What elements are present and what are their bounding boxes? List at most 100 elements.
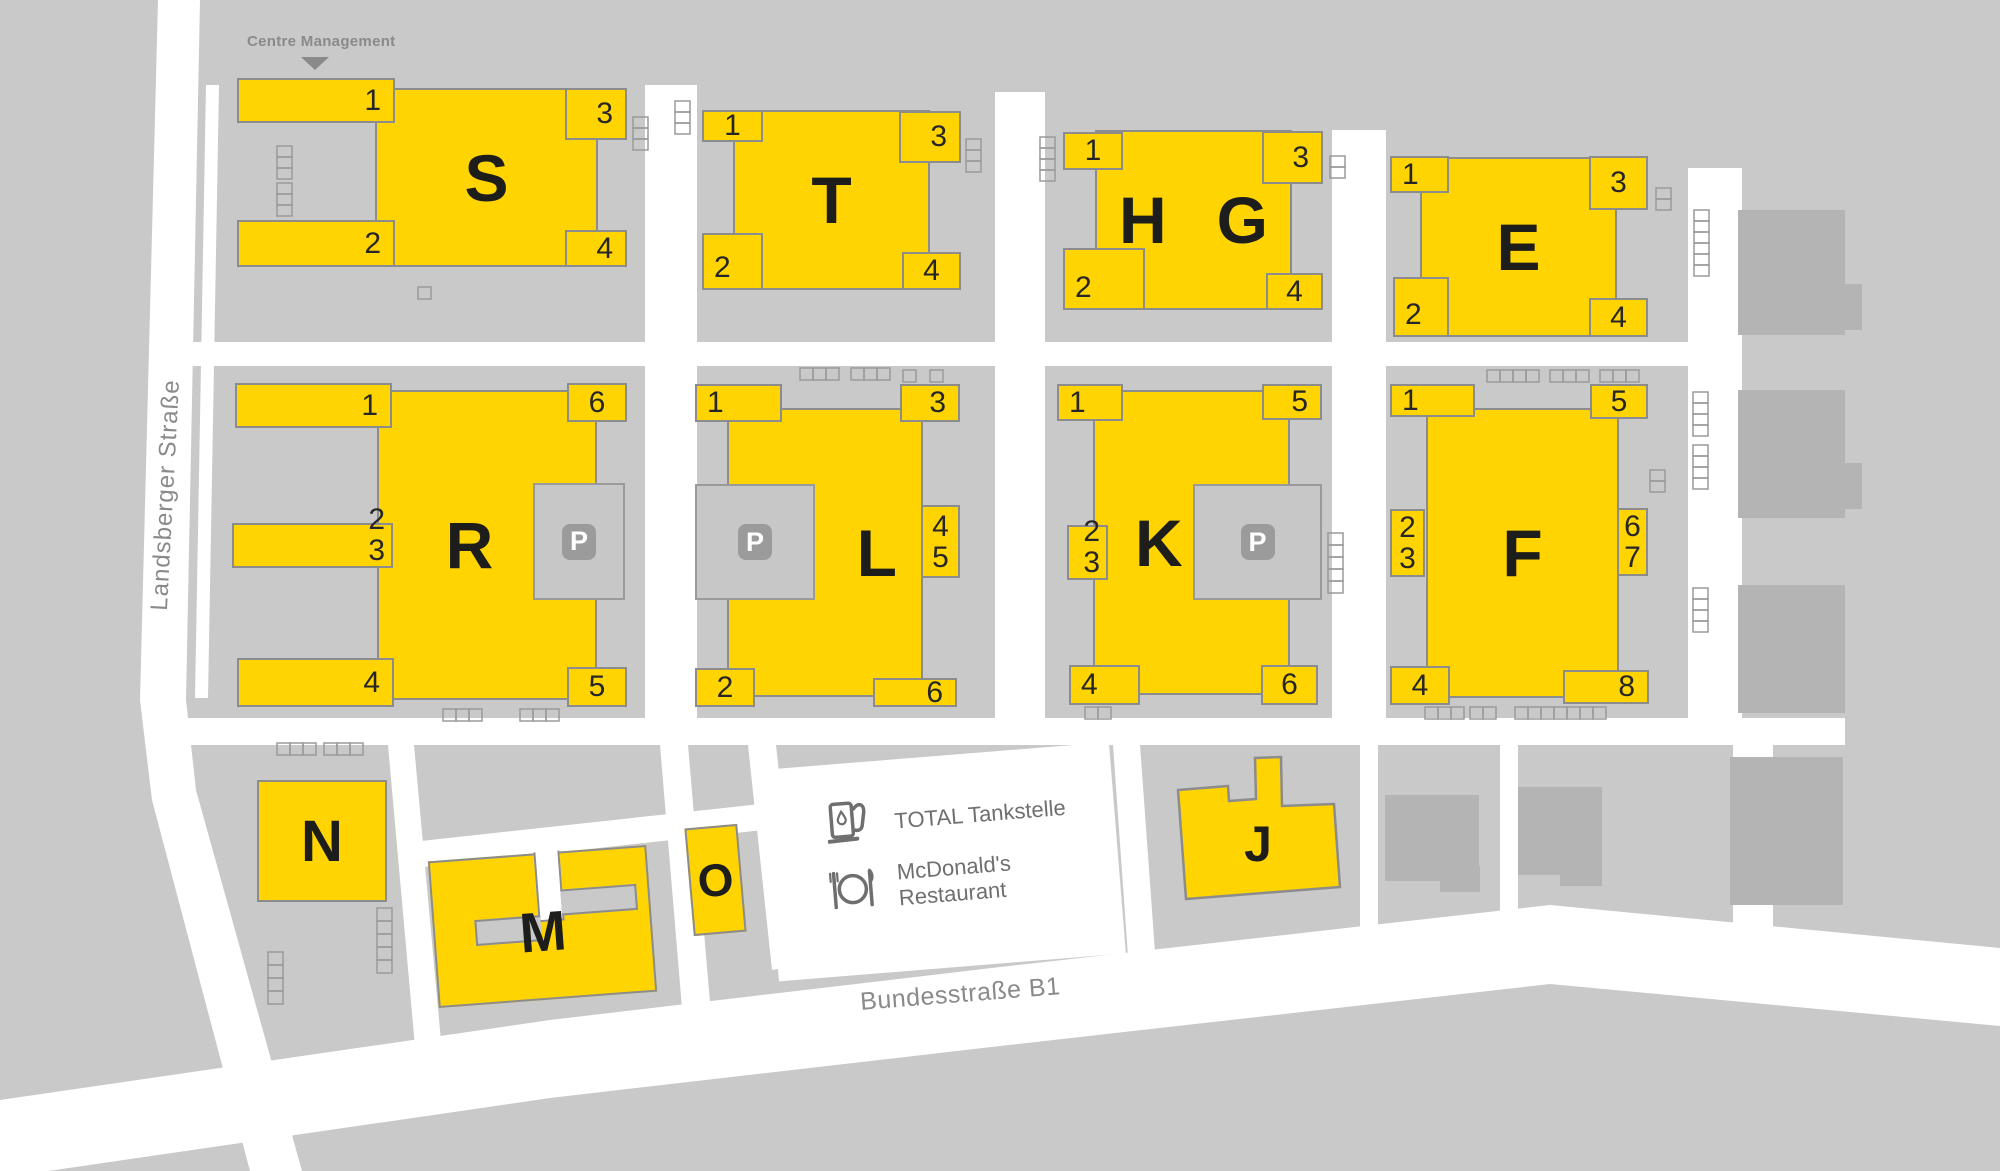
building-t: T bbox=[733, 110, 930, 290]
unit-tab-r-2-3: 2 3 bbox=[232, 504, 393, 568]
legend-item-label: TOTAL Tankstelle bbox=[893, 794, 1067, 834]
unit-tab-hg-3: 3 bbox=[1262, 131, 1323, 184]
road-corridor-m-legend bbox=[660, 745, 710, 1008]
parking-strip bbox=[1469, 706, 1497, 720]
unit-tab-r-1: 1 bbox=[235, 383, 392, 428]
parking-strip bbox=[1649, 469, 1666, 493]
building-f: F bbox=[1426, 408, 1619, 698]
parking-icon: P bbox=[1240, 524, 1275, 560]
unit-tab-s-4: 4 bbox=[565, 230, 627, 267]
building-g-label: G bbox=[1216, 183, 1268, 257]
parking-strip bbox=[902, 369, 917, 383]
unit-tab-t-3: 3 bbox=[899, 111, 961, 163]
building-e-label: E bbox=[1496, 210, 1541, 284]
building-t-label: T bbox=[811, 163, 852, 237]
parking-strips bbox=[267, 100, 1710, 1005]
unit-tab-f-1: 1 bbox=[1390, 384, 1475, 417]
road-vertical-1 bbox=[645, 85, 697, 745]
building-o-label: O bbox=[695, 852, 736, 908]
building-m-label: M bbox=[517, 898, 569, 965]
neighbor-building bbox=[1738, 585, 1845, 713]
unit-tab-t-2: 2 bbox=[702, 233, 763, 290]
parking-strip bbox=[1655, 187, 1672, 211]
parking-strip bbox=[376, 907, 393, 974]
neighbor-building bbox=[1845, 463, 1862, 509]
legend-item-label: McDonald's Restaurant bbox=[895, 850, 1012, 911]
parking-strip bbox=[1692, 391, 1709, 437]
building-s: S bbox=[375, 88, 598, 267]
building-e: E bbox=[1420, 157, 1617, 337]
unit-tab-s-2: 2 bbox=[237, 220, 395, 267]
unit-tab-f-8: 8 bbox=[1563, 670, 1649, 704]
road-vertical-2 bbox=[995, 92, 1045, 745]
parking-strip bbox=[323, 742, 364, 756]
unit-tab-f-6-7: 6 7 bbox=[1617, 508, 1648, 576]
road-strip-above-m bbox=[412, 801, 791, 868]
unit-tab-k-6: 6 bbox=[1261, 665, 1318, 705]
building-o: O bbox=[684, 823, 747, 937]
building-j bbox=[1176, 755, 1342, 901]
parking-strip bbox=[1424, 706, 1465, 720]
road-horizontal-upper bbox=[150, 342, 1742, 366]
unit-tab-k-2-3: 2 3 bbox=[1067, 516, 1108, 580]
neighbor-building bbox=[1730, 757, 1843, 905]
road-landsberger-side-strip bbox=[195, 85, 219, 698]
neighbor-building bbox=[1845, 284, 1862, 330]
neighbor-building bbox=[1738, 390, 1845, 518]
unit-tab-s-3: 3 bbox=[565, 88, 627, 140]
parking-strip bbox=[850, 367, 891, 381]
parking-strip bbox=[1084, 706, 1112, 720]
unit-tab-f-2-3: 2 3 bbox=[1390, 509, 1425, 577]
neighbor-building bbox=[1440, 866, 1480, 892]
parking-strip bbox=[1329, 155, 1346, 179]
unit-tab-l-2: 2 bbox=[695, 668, 755, 707]
centre-management-label: Centre Management bbox=[247, 33, 396, 50]
building-f-label: F bbox=[1502, 516, 1543, 590]
building-j-label: J bbox=[1244, 816, 1272, 872]
legend: TOTAL Tankstelle McDonald's Restaurant bbox=[762, 742, 1126, 982]
road-corridor-east-2 bbox=[1500, 745, 1518, 912]
building-n: N bbox=[257, 780, 387, 902]
parking-strip bbox=[276, 742, 317, 756]
parking-strip bbox=[267, 951, 284, 1005]
parking-strip bbox=[632, 116, 649, 151]
parking-strip bbox=[799, 367, 840, 381]
parking-strip bbox=[929, 369, 944, 383]
parking-strip bbox=[1692, 444, 1709, 490]
unit-tab-r-5: 5 bbox=[567, 667, 627, 707]
unit-tab-k-1: 1 bbox=[1057, 384, 1123, 421]
neighbor-buildings bbox=[1385, 210, 1862, 905]
road-corridor-legend-j bbox=[1113, 745, 1155, 956]
building-hg: H G bbox=[1095, 130, 1292, 310]
neighbor-building bbox=[1560, 860, 1602, 886]
building-n-label: N bbox=[301, 808, 343, 874]
building-s-label: S bbox=[464, 140, 509, 215]
parking-strip bbox=[1514, 706, 1607, 720]
unit-tab-hg-4: 4 bbox=[1266, 273, 1323, 310]
building-l-label: L bbox=[856, 515, 897, 590]
restaurant-icon bbox=[820, 865, 886, 914]
parking-strip bbox=[1327, 532, 1344, 594]
unit-tab-f-5: 5 bbox=[1590, 384, 1648, 419]
unit-tab-k-5: 5 bbox=[1262, 384, 1322, 420]
parking-strip bbox=[674, 100, 691, 135]
road-bundesstrasse-b1 bbox=[0, 905, 2000, 1171]
building-m: M bbox=[427, 844, 658, 1009]
parking-strip bbox=[965, 138, 982, 173]
unit-tab-e-1: 1 bbox=[1390, 156, 1449, 193]
parking-strip bbox=[1599, 369, 1640, 383]
road-corridor-j-east bbox=[1360, 745, 1378, 928]
building-h-label: H bbox=[1119, 183, 1167, 257]
unit-tab-t-4: 4 bbox=[902, 252, 961, 290]
building-k-label: K bbox=[1135, 505, 1183, 580]
building-r-label: R bbox=[445, 508, 494, 582]
parking-strip bbox=[1693, 209, 1710, 277]
neighbor-building bbox=[1738, 210, 1845, 335]
unit-tab-f-4: 4 bbox=[1390, 666, 1450, 705]
legend-item-total: TOTAL Tankstelle bbox=[815, 776, 1117, 856]
parking-strip bbox=[442, 708, 483, 722]
legend-item-mcdonalds: McDonald's Restaurant bbox=[820, 840, 1122, 920]
